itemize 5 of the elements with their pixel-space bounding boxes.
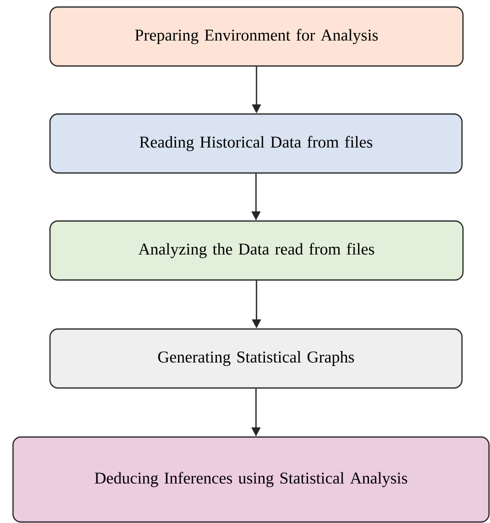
process-box: Preparing Environment for Analysis	[49, 6, 464, 67]
process-box: Analyzing the Data read from files	[49, 220, 464, 281]
process-box: Generating Statistical Graphs	[49, 328, 463, 389]
process-box: Deducing Inferences using Statistical Analysis	[12, 436, 490, 523]
process-box: Reading Historical Data from files	[49, 113, 463, 174]
